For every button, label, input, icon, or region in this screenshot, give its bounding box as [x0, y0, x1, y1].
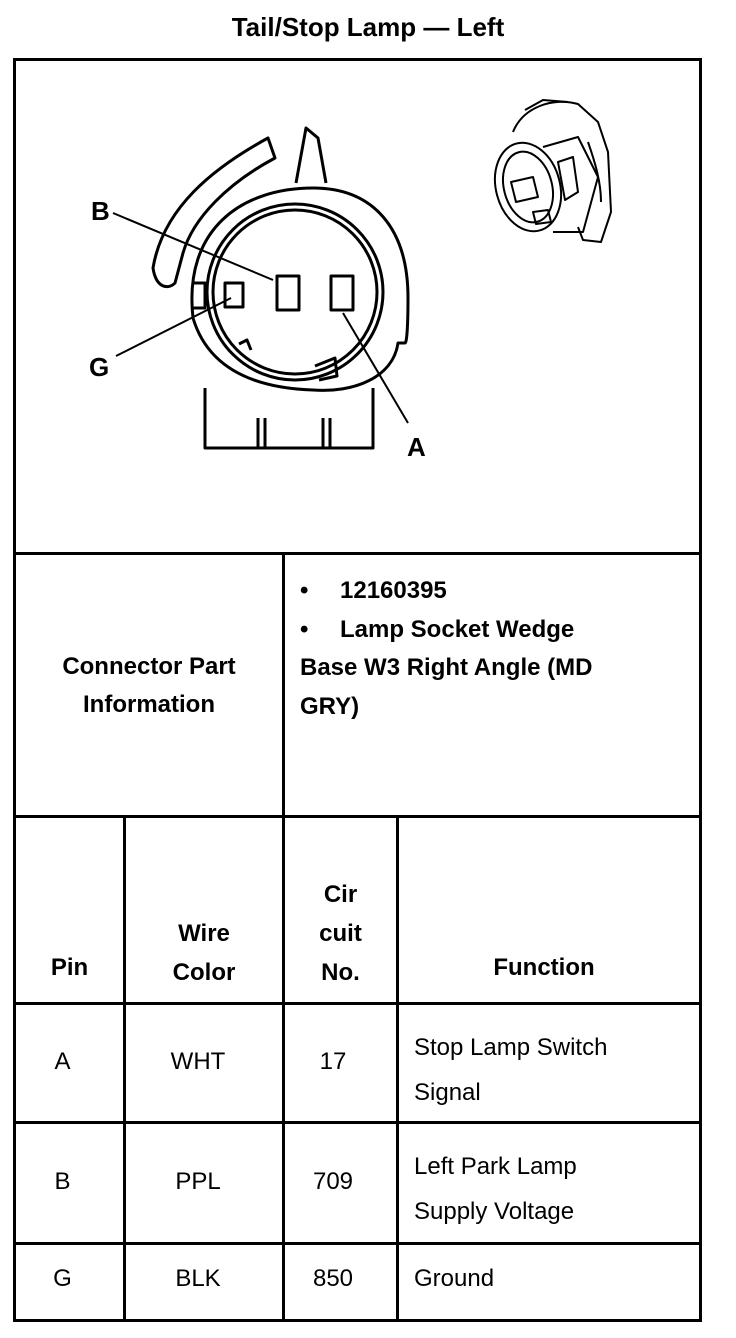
- row-b-function: Left Park Lamp Supply Voltage: [414, 1144, 694, 1234]
- row-a-color: WHT: [170, 1048, 226, 1075]
- description-line3: GRY): [300, 692, 360, 720]
- divider-header: [13, 1002, 702, 1005]
- header-circuit-line1: Cir: [323, 881, 358, 908]
- header-pin-text: Pin: [50, 954, 89, 981]
- header-circuit-line3: No.: [321, 959, 360, 986]
- row-g-function: Ground: [414, 1265, 495, 1292]
- header-pin: Pin: [16, 954, 123, 982]
- pin-label-g: G: [89, 352, 109, 382]
- header-circuit-line2: cuit: [319, 920, 362, 947]
- part-number: 12160395: [340, 577, 447, 604]
- connector-info-label-line2: Information: [83, 691, 215, 718]
- divider-row-a: [13, 1121, 702, 1124]
- pin-label-b: B: [91, 196, 110, 226]
- bullet-description: •Lamp Socket Wedge: [300, 615, 575, 643]
- row-g-pin: G: [53, 1265, 72, 1292]
- header-function-text: Function: [493, 954, 595, 981]
- row-g-circuit: 850: [312, 1265, 354, 1292]
- divider-col-2: [282, 815, 285, 1322]
- connector-face-diagram: B G A: [89, 126, 426, 462]
- row-b-color: PPL: [175, 1168, 221, 1195]
- divider-col-1: [123, 815, 126, 1322]
- outer-frame: [13, 58, 702, 1322]
- header-wire-color: Wire Color: [126, 914, 282, 992]
- row-b-function-line2: Supply Voltage: [414, 1198, 575, 1225]
- row-a-circuit: 17: [319, 1048, 347, 1075]
- row-b-circuit: 709: [312, 1168, 354, 1195]
- row-a-pin: A: [54, 1048, 71, 1075]
- divider-diagram: [13, 552, 702, 555]
- header-wire-color-line1: Wire: [178, 920, 230, 947]
- divider-info: [13, 815, 702, 818]
- row-a-function-line1: Stop Lamp Switch: [414, 1034, 608, 1061]
- header-function: Function: [399, 954, 689, 982]
- pin-label-a: A: [407, 432, 426, 462]
- connector-info-details: •12160395 •Lamp Socket Wedge Base W3 Rig…: [300, 572, 690, 726]
- header-circuit: Cir cuit No.: [285, 875, 396, 992]
- row-g-color: BLK: [175, 1265, 221, 1292]
- divider-col-3: [396, 815, 399, 1322]
- row-b-pin: B: [54, 1168, 71, 1195]
- divider-row-b: [13, 1242, 702, 1245]
- connector-info-label: Connector Part Information: [16, 648, 282, 724]
- connector-isometric-icon: [493, 99, 612, 243]
- header-wire-color-line2: Color: [172, 959, 236, 986]
- page-title: Tail/Stop Lamp — Left: [231, 12, 505, 42]
- row-a-function-line2: Signal: [414, 1079, 481, 1106]
- description-line1: Lamp Socket Wedge: [340, 615, 575, 643]
- description-line2: Base W3 Right Angle (MD: [300, 654, 593, 681]
- bullet-part-number: •12160395: [300, 577, 447, 604]
- divider-info-column: [282, 552, 285, 818]
- row-a-function: Stop Lamp Switch Signal: [414, 1025, 694, 1115]
- connector-info-label-line1: Connector Part: [62, 653, 236, 680]
- row-b-function-line1: Left Park Lamp: [414, 1153, 577, 1180]
